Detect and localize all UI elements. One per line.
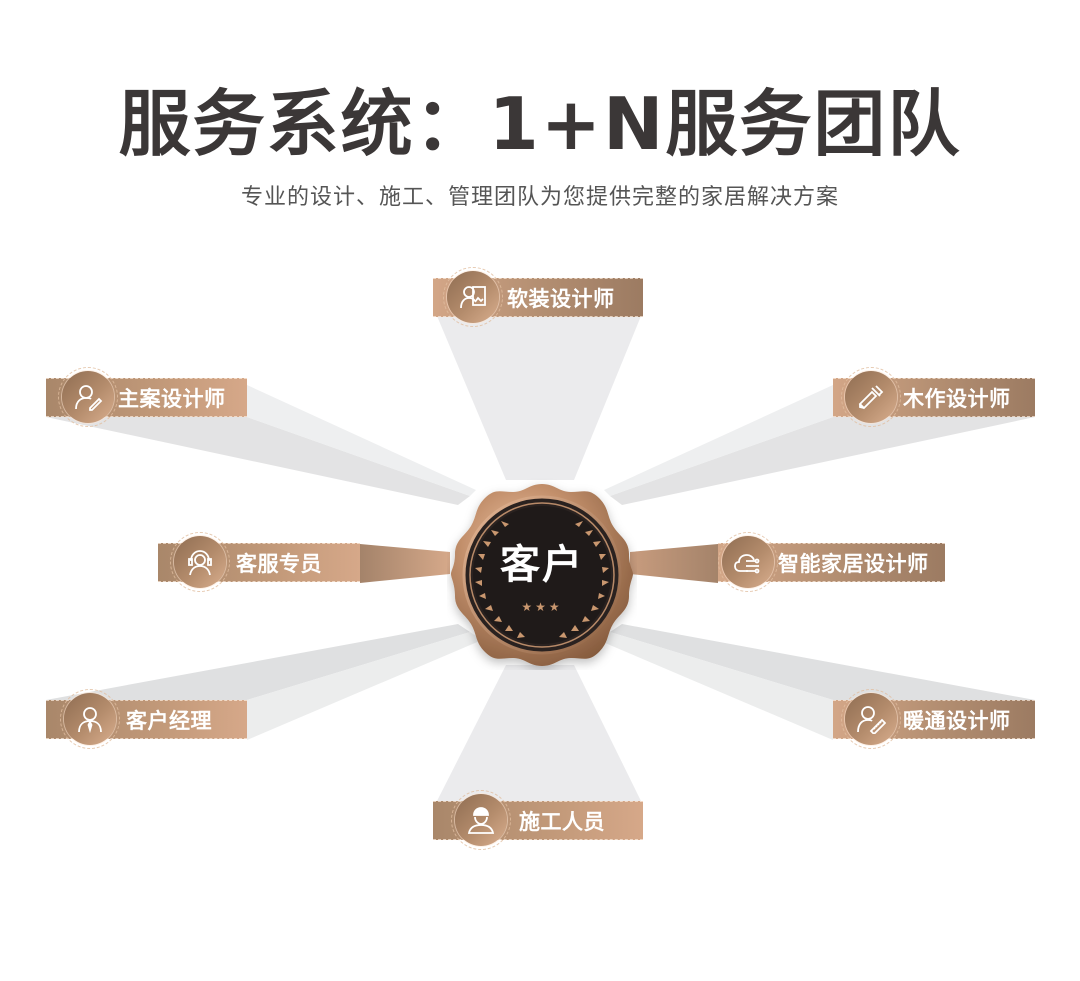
connector-left — [360, 544, 450, 583]
person-tie-icon — [60, 689, 120, 749]
beam-bottom — [437, 665, 641, 801]
person-pencil-icon — [58, 367, 118, 427]
beam-upper-right — [610, 417, 1035, 505]
center-label: 客户 — [500, 542, 584, 588]
role-label: 软装设计师 — [507, 286, 615, 311]
beam-lower-right — [610, 624, 1035, 700]
role-tag-hvac-designer[interactable]: 暖通设计师 — [833, 689, 1035, 749]
role-tag-construction-worker[interactable]: 施工人员 — [433, 790, 643, 850]
role-tag-account-manager[interactable]: 客户经理 — [46, 689, 247, 749]
role-tag-soft-decoration-designer[interactable]: 软装设计师 — [433, 267, 643, 327]
laurel-right-icon — [559, 521, 609, 638]
customer-medal[interactable] — [447, 478, 637, 670]
center-stars: ★★★ — [521, 600, 563, 614]
role-label: 施工人员 — [519, 809, 605, 834]
headset-person-icon — [170, 532, 230, 592]
beam-upper-left — [46, 417, 470, 505]
role-label: 木作设计师 — [903, 386, 1011, 411]
page-title: 服务系统：1+N服务团队 — [118, 82, 962, 166]
beam-top — [437, 316, 641, 480]
cloud-circuit-icon — [718, 532, 778, 592]
role-tag-carpentry-designer[interactable]: 木作设计师 — [833, 367, 1035, 427]
person-ruler-icon — [841, 689, 901, 749]
person-picture-icon — [443, 267, 503, 327]
role-tag-customer-service[interactable]: 客服专员 — [158, 532, 360, 592]
role-label: 客服专员 — [236, 551, 322, 576]
role-tag-lead-designer[interactable]: 主案设计师 — [46, 367, 247, 427]
role-tag-smart-home-designer[interactable]: 智能家居设计师 — [718, 532, 945, 592]
role-label: 客户经理 — [126, 708, 212, 733]
role-label: 暖通设计师 — [903, 708, 1011, 733]
beam-lower-left — [46, 624, 470, 700]
laurel-left-icon — [475, 521, 525, 638]
saw-wood-icon — [841, 367, 901, 427]
role-label: 智能家居设计师 — [778, 551, 929, 576]
page-subtitle: 专业的设计、施工、管理团队为您提供完整的家居解决方案 — [240, 185, 839, 210]
role-label: 主案设计师 — [118, 386, 226, 411]
hardhat-worker-icon — [451, 790, 511, 850]
connector-right — [630, 544, 718, 583]
